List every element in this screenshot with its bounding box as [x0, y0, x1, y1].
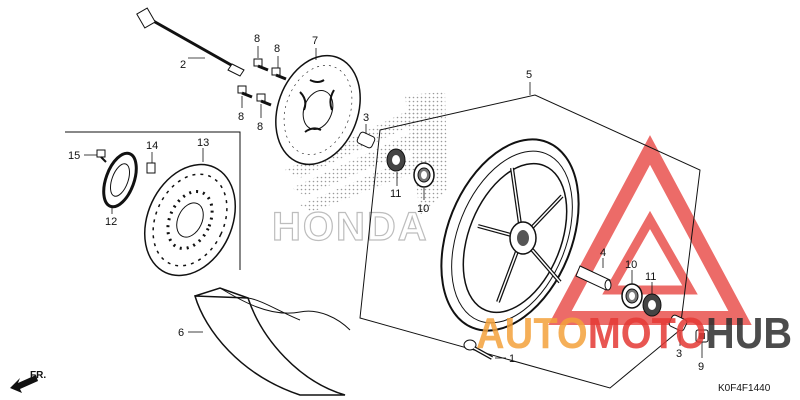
inset-bolt: [96, 149, 107, 163]
callout-numbers: 2 8 8 8 8 7 3 5 11 10 15 14 13 12 6 4 10…: [68, 33, 704, 373]
bearing-right: [621, 283, 643, 309]
callout-inset-bolt: 15: [68, 150, 80, 162]
axle-bolt: [136, 7, 245, 77]
seal-left: [386, 148, 406, 172]
disc-bolts: [237, 58, 287, 107]
brand-word-hub: HUB: [706, 309, 792, 358]
inset-brake-disc: [143, 163, 237, 277]
callout-fender: 6: [178, 327, 184, 339]
direction-label: FR.: [30, 370, 46, 381]
inset-pin: [146, 162, 156, 174]
callout-bearing-left: 10: [417, 203, 429, 215]
callout-seal-left: 11: [390, 188, 401, 200]
callout-wheel: 5: [526, 69, 532, 81]
callout-bolt-bottom-1: 8: [238, 111, 244, 123]
callout-spacer: 4: [600, 247, 606, 259]
diagram-code: K0F4F1440: [718, 383, 771, 394]
callout-bearing-right: 10: [625, 259, 637, 271]
front-brake-disc: [275, 54, 361, 166]
leader-lines: [84, 46, 703, 359]
callout-collar-left: 3: [363, 112, 369, 124]
distance-collar: [575, 265, 612, 291]
callout-bolt-top-2: 8: [274, 43, 280, 55]
brand-word-auto: AUTO: [476, 309, 588, 358]
callout-valve: 1: [509, 353, 515, 365]
brand-word-moto: MOTO: [588, 309, 706, 358]
collar-left: [356, 131, 376, 149]
brand-watermark-text: AUTOMOTOHUB: [476, 309, 792, 358]
front-fender: [193, 287, 351, 396]
callout-seal-right: 11: [645, 271, 656, 283]
tire-valve: [463, 339, 493, 360]
callout-axle: 2: [180, 59, 186, 71]
callout-front-disc: 7: [312, 35, 318, 47]
inset-pulser-plate: [102, 151, 138, 209]
callout-inset-plate: 12: [105, 216, 117, 228]
callout-inset-disc: 13: [197, 137, 209, 149]
forward-direction-arrow: FR.: [10, 370, 46, 393]
callout-bolt-bottom-2: 8: [257, 121, 263, 133]
collar-right: [668, 314, 688, 332]
callout-bolt-top-1: 8: [254, 33, 260, 45]
callout-collar-right: 3: [676, 348, 682, 360]
callout-valve-cap: 9: [698, 361, 704, 373]
bearing-left: [413, 162, 435, 188]
callout-inset-pin: 14: [146, 140, 158, 152]
brand-triangle-logo: [548, 135, 752, 325]
cast-wheel: [440, 138, 580, 332]
honda-watermark-text: HONDA: [272, 205, 429, 249]
